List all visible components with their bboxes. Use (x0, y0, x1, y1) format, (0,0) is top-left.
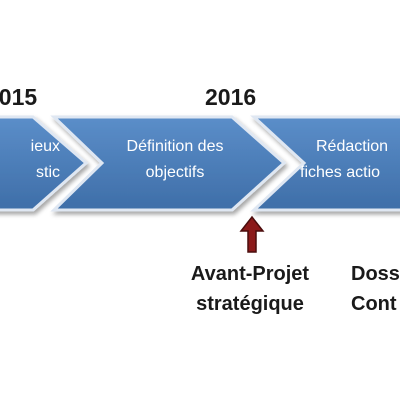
step-2-line-2: objectifs (145, 164, 205, 181)
milestone-arrow-icon (239, 215, 265, 253)
milestone-1-line-1: Avant-Projet (190, 263, 310, 285)
step-3-label: Rédaction fiches actio (300, 134, 400, 186)
milestone-2-line-1: Dossi (351, 263, 400, 285)
milestone-2-line-2: Cont (351, 293, 397, 315)
step-1-line-2: stic (36, 164, 60, 181)
step-3-line-1: Rédaction (316, 138, 389, 155)
milestone-avant-projet: Avant-Projet stratégique (150, 259, 350, 319)
step-1-label: ieux stic (0, 134, 60, 186)
milestone-1-line-2: stratégique (196, 293, 304, 315)
chevron-step-2 (50, 115, 287, 212)
chevron-step-1 (0, 115, 89, 212)
chevron-step-3 (250, 115, 400, 212)
step-3-line-2: fiches actio (300, 164, 381, 181)
year-label-2016: 2016 (205, 84, 257, 110)
milestone-dossier: Dossi Cont (351, 259, 400, 319)
step-1-line-1: ieux (30, 138, 60, 155)
step-2-line-1: Définition des (126, 138, 224, 155)
step-2-label: Définition des objectifs (100, 134, 250, 186)
year-label-2015: 2015 (0, 84, 38, 110)
